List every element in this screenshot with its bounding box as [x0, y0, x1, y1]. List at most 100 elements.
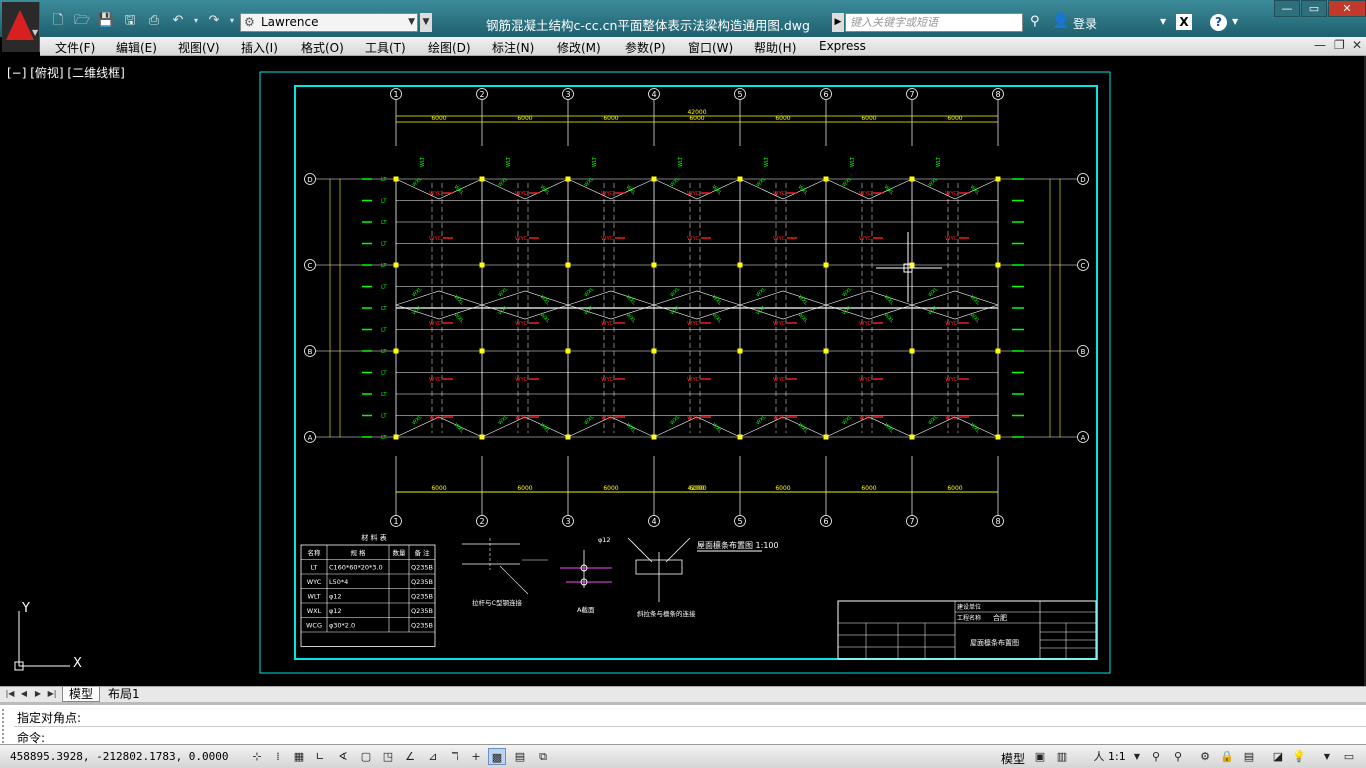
menu-view[interactable]: 视图(V) — [178, 41, 220, 55]
annotation-scale-icon[interactable]: 人 — [1093, 750, 1105, 763]
infer-constraints-icon[interactable]: ⊹ — [252, 750, 262, 763]
quick-properties-icon[interactable]: ▤ — [514, 750, 526, 763]
command-grip[interactable] — [2, 709, 12, 743]
clean-screen-icon[interactable]: ▭ — [1343, 750, 1355, 763]
tab-layout1[interactable]: 布局1 — [108, 687, 140, 701]
menu-bar: 文件(F) 编辑(E) 视图(V) 插入(I) 格式(O) 工具(T) 绘图(D… — [40, 37, 1366, 56]
grid-number-label: 2 — [479, 90, 484, 99]
table-cell: φ12 — [329, 593, 342, 601]
title-block — [837, 600, 1097, 660]
workspace-menu-button[interactable]: ▼ — [420, 13, 432, 32]
bay-dimension-label: 6000 — [689, 115, 704, 122]
quick-view-drawings-icon[interactable]: ▥ — [1056, 750, 1068, 763]
strut-tag: WYC — [429, 377, 441, 383]
strut-tag: WYC — [859, 321, 871, 327]
workspace-select[interactable]: ⚙ Lawrence ▼ — [240, 13, 418, 32]
annotation-scale-value[interactable]: 1:1 — [1108, 750, 1126, 763]
grid-bubble — [992, 515, 1004, 527]
maximize-button[interactable]: ▭ — [1301, 0, 1327, 17]
undo-icon[interactable]: ↶ — [172, 13, 184, 28]
material-table — [300, 544, 436, 647]
coordinate-readout[interactable]: 458895.3928, -212802.1783, 0.0000 — [10, 750, 229, 763]
vertical-scrollbar[interactable] — [1364, 56, 1366, 686]
otrack-icon[interactable]: ∠ — [405, 750, 415, 763]
search-input[interactable]: 键入关键字或短语 — [845, 13, 1023, 32]
menu-express[interactable]: Express — [819, 39, 866, 53]
save-icon[interactable]: 💾 — [97, 13, 115, 28]
transparency-icon[interactable]: ▩ — [488, 748, 506, 765]
menu-modify[interactable]: 修改(M) — [557, 41, 601, 55]
brace-tag: WXL — [841, 304, 853, 316]
app-menu-button[interactable]: ▼ — [2, 2, 40, 52]
menu-tools[interactable]: 工具(T) — [365, 41, 406, 55]
help-icon[interactable]: ? — [1210, 14, 1227, 31]
model-space-button[interactable]: 模型 — [1001, 752, 1026, 766]
purlin-tag: LT — [381, 263, 387, 269]
redo-dropdown-icon[interactable]: ▾ — [229, 16, 234, 25]
print-icon[interactable]: ⎙ — [148, 13, 160, 28]
bracing-line — [395, 416, 483, 438]
next-tab-icon[interactable]: ▶ — [34, 689, 42, 698]
light-bulb-icon[interactable]: 💡 — [1292, 750, 1306, 763]
lock-icon[interactable]: 🔒 — [1220, 750, 1234, 763]
hardware-acceleration-icon[interactable]: ▤ — [1243, 750, 1255, 763]
menu-insert[interactable]: 插入(I) — [241, 41, 278, 55]
polar-icon[interactable]: ∢ — [338, 750, 348, 763]
menu-file[interactable]: 文件(F) — [55, 41, 96, 55]
menu-draw[interactable]: 绘图(D) — [428, 41, 471, 55]
minimize-button[interactable]: — — [1274, 0, 1300, 17]
login-dropdown-icon[interactable]: ▼ — [1160, 17, 1167, 26]
selection-cycling-icon[interactable]: ⧉ — [539, 750, 547, 763]
prev-tab-icon[interactable]: ◀ — [20, 689, 28, 698]
viewport-controls[interactable]: [−] [俯视] [二维线框] — [7, 66, 125, 80]
isolate-objects-icon[interactable]: ◪ — [1272, 750, 1284, 763]
osnap-icon[interactable]: ▢ — [360, 750, 372, 763]
menu-parametric[interactable]: 参数(P) — [625, 41, 666, 55]
chevron-down-icon[interactable]: ▼ — [1133, 752, 1141, 761]
status-menu-icon[interactable]: ▼ — [1323, 752, 1331, 761]
dyn-icon[interactable]: ℸ — [451, 750, 459, 763]
3d-osnap-icon[interactable]: ◳ — [382, 750, 394, 763]
bracing-line — [653, 290, 741, 306]
grid-icon[interactable]: ▦ — [293, 750, 305, 763]
login-button[interactable]: 登录 — [1073, 17, 1098, 31]
menu-help[interactable]: 帮助(H) — [754, 41, 797, 55]
help-dropdown-icon[interactable]: ▼ — [1232, 17, 1239, 26]
redo-icon[interactable]: ↷ — [208, 13, 220, 28]
menu-format[interactable]: 格式(O) — [301, 41, 344, 55]
purlin-tag: LT — [381, 349, 387, 355]
close-button[interactable]: ✕ — [1328, 0, 1366, 17]
open-file-icon[interactable]: 🗁 — [73, 13, 91, 28]
command-input[interactable]: 命令: — [17, 731, 46, 745]
save-as-icon[interactable]: 🖫 — [124, 13, 136, 28]
menu-edit[interactable]: 编辑(E) — [116, 41, 157, 55]
menu-dimension[interactable]: 标注(N) — [492, 41, 535, 55]
quick-view-layouts-icon[interactable]: ▣ — [1034, 750, 1046, 763]
doc-minimize-button[interactable]: — — [1314, 38, 1326, 52]
search-expand-button[interactable]: ▶ — [832, 13, 844, 32]
tab-model[interactable]: 模型 — [62, 687, 101, 702]
snap-icon[interactable]: ⁞ — [276, 750, 280, 763]
purlin-tag: LT — [381, 435, 387, 441]
first-tab-icon[interactable]: |◀ — [5, 689, 15, 698]
doc-close-button[interactable]: ✕ — [1352, 38, 1363, 52]
doc-restore-button[interactable]: ❐ — [1334, 38, 1345, 52]
last-tab-icon[interactable]: ▶| — [47, 689, 57, 698]
annotation-visibility-icon[interactable]: ⚲ — [1151, 750, 1161, 763]
auto-scale-icon[interactable]: ⚲ — [1173, 750, 1183, 763]
lineweight-icon[interactable]: + — [471, 750, 481, 763]
menu-window[interactable]: 窗口(W) — [688, 41, 734, 55]
grid-letter-label: C — [1081, 262, 1086, 270]
brace-tag: WXL — [797, 312, 809, 324]
user-icon[interactable]: 👤 — [1052, 13, 1070, 29]
new-file-icon[interactable]: 🗋 — [52, 13, 64, 28]
exchange-icon[interactable]: X — [1176, 14, 1192, 30]
ducs-icon[interactable]: ⊿ — [428, 750, 438, 763]
ortho-icon[interactable]: ∟ — [315, 750, 325, 763]
workspace-switch-icon[interactable]: ⚙ — [1200, 750, 1210, 763]
table-cell: WCG — [306, 622, 322, 630]
binoculars-icon[interactable]: ⚲ — [1030, 14, 1040, 29]
undo-dropdown-icon[interactable]: ▾ — [193, 16, 198, 25]
